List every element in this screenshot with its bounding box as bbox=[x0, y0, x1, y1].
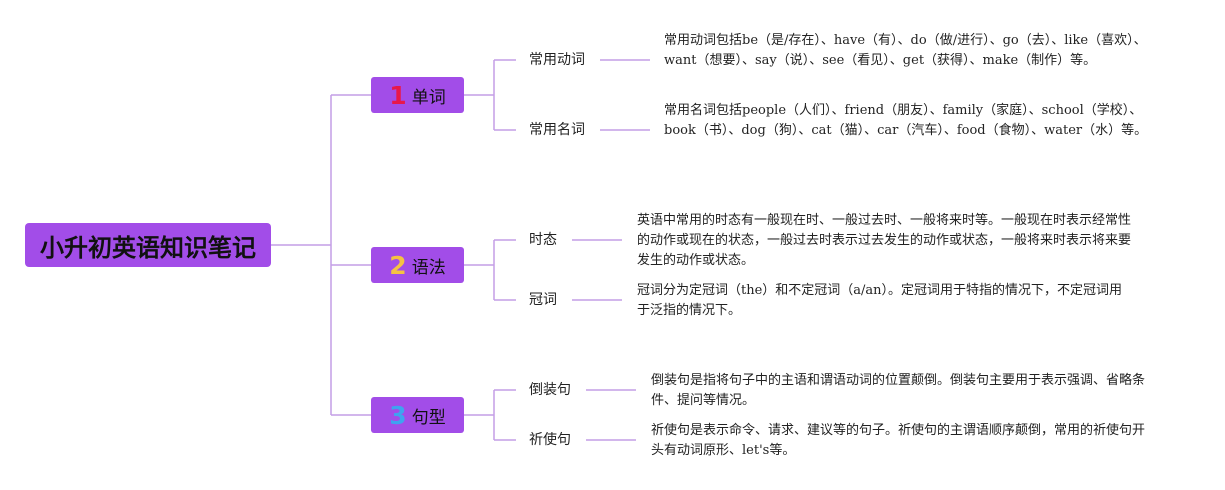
description-imperative: 祈使句是表示命令、请求、建议等的句子。祈使句的主谓语顺序颠倒，常用的祈使句开头有… bbox=[651, 423, 1146, 458]
branch-label: 句型 bbox=[411, 407, 446, 428]
leaf-node-inversion[interactable]: 倒装句 bbox=[529, 382, 571, 398]
number-2-icon: 2 bbox=[389, 250, 407, 280]
description-inversion: 倒装句是指将句子中的主语和谓语动词的位置颠倒。倒装句主要用于表示强调、省略条件、… bbox=[651, 373, 1146, 408]
description-common-nouns: 常用名词包括people（人们）、friend（朋友）、family（家庭）、s… bbox=[664, 103, 1148, 138]
leaf-node-common-verbs[interactable]: 常用动词 bbox=[529, 52, 585, 68]
branch-label: 语法 bbox=[411, 257, 446, 278]
leaf-node-articles[interactable]: 冠词 bbox=[529, 292, 557, 308]
branch-node-vocabulary[interactable]: 1 单词 bbox=[371, 77, 464, 113]
branch-node-sentence-patterns[interactable]: 3 句型 bbox=[371, 397, 464, 433]
leaf-node-common-nouns[interactable]: 常用名词 bbox=[529, 122, 585, 138]
branch-node-grammar[interactable]: 2 语法 bbox=[371, 247, 464, 283]
description-articles: 冠词分为定冠词（the）和不定冠词（a/an）。定冠词用于特指的情况下，不定冠词… bbox=[637, 283, 1123, 318]
leaf-node-imperative[interactable]: 祈使句 bbox=[529, 432, 571, 448]
root-title: 小升初英语知识笔记 bbox=[40, 233, 256, 262]
number-1-icon: 1 bbox=[389, 80, 407, 110]
description-tenses: 英语中常用的时态有一般现在时、一般过去时、一般将来时等。一般现在时表示经常性的动… bbox=[637, 213, 1132, 268]
description-common-verbs: 常用动词包括be（是/存在）、have（有）、do（做/进行）、go（去）、li… bbox=[664, 33, 1147, 68]
leaf-node-tenses[interactable]: 时态 bbox=[529, 232, 557, 248]
root-node[interactable]: 小升初英语知识笔记 bbox=[25, 223, 271, 267]
number-3-icon: 3 bbox=[389, 400, 407, 430]
branch-label: 单词 bbox=[411, 87, 446, 108]
